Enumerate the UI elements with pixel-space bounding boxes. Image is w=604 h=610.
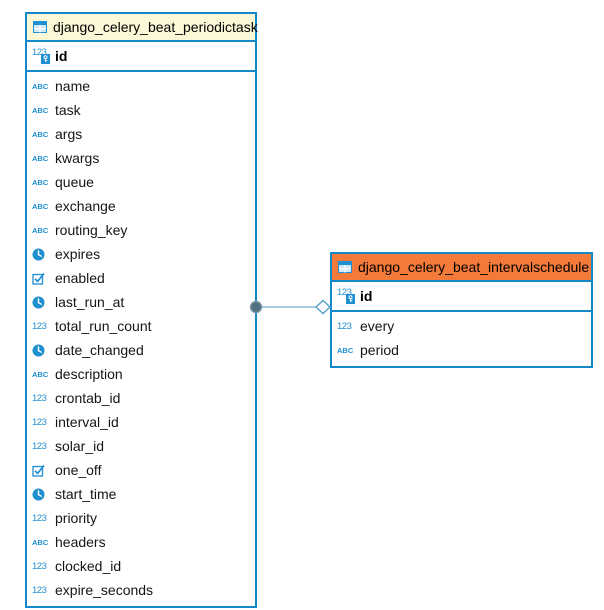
text-icon: ABC [32, 201, 49, 211]
table-icon [338, 261, 352, 273]
column-row[interactable]: date_changed [27, 338, 255, 362]
numeric-icon: 123 [32, 320, 47, 332]
column-row[interactable]: 123 total_run_count [27, 314, 255, 338]
numeric-icon: 123 [32, 512, 47, 524]
boolean-icon [32, 272, 55, 285]
table-icon [33, 21, 47, 33]
numeric-key-icon: 123 [337, 287, 360, 304]
column-name: every [360, 318, 395, 334]
table-header[interactable]: django_celery_beat_intervalschedule [332, 254, 591, 282]
column-name: priority [55, 510, 98, 526]
column-row[interactable]: 123 every [332, 314, 591, 338]
column-row[interactable]: expires [27, 242, 255, 266]
column-name: exchange [55, 198, 116, 214]
column-row[interactable]: ABC period [332, 338, 591, 362]
datetime-icon [32, 296, 55, 309]
column-row[interactable]: ABC queue [27, 170, 255, 194]
column-name: kwargs [55, 150, 100, 166]
column-name: id [360, 288, 373, 304]
column-row[interactable]: 123 expire_seconds [27, 578, 255, 602]
column-name: expires [55, 246, 101, 262]
column-name: crontab_id [55, 390, 121, 406]
numeric-icon: 123 [32, 440, 47, 452]
text-icon: ABC [32, 105, 49, 115]
column-row[interactable]: ABC kwargs [27, 146, 255, 170]
datetime-icon [32, 344, 55, 357]
numeric-icon: 123 [32, 416, 47, 428]
column-name: id [55, 48, 68, 64]
column-name: args [55, 126, 83, 142]
numeric-icon: 123 [32, 560, 47, 572]
column-row[interactable]: ABC headers [27, 530, 255, 554]
column-row[interactable]: last_run_at [27, 290, 255, 314]
column-name: routing_key [55, 222, 128, 238]
table-title: django_celery_beat_periodictask [53, 19, 258, 35]
column-row[interactable]: ABC task [27, 98, 255, 122]
text-icon: ABC [32, 225, 49, 235]
datetime-icon [32, 488, 55, 501]
column-row[interactable]: 123 interval_id [27, 410, 255, 434]
column-name: expire_seconds [55, 582, 154, 598]
numeric-key-icon: 123 [32, 47, 55, 64]
text-icon: ABC [32, 129, 49, 139]
column-row[interactable]: ABC args [27, 122, 255, 146]
numeric-icon: 123 [32, 392, 47, 404]
column-row[interactable]: one_off [27, 458, 255, 482]
column-row[interactable]: enabled [27, 266, 255, 290]
relation-diamond-terminator [314, 299, 332, 315]
relation-connector[interactable] [244, 296, 332, 318]
column-row[interactable]: ABC exchange [27, 194, 255, 218]
column-name: enabled [55, 270, 105, 286]
column-row[interactable]: 123 clocked_id [27, 554, 255, 578]
column-name: one_off [55, 462, 102, 478]
numeric-icon: 123 [337, 320, 352, 332]
text-icon: ABC [337, 345, 354, 355]
column-name: description [55, 366, 123, 382]
text-icon: ABC [32, 81, 49, 91]
column-name: date_changed [55, 342, 144, 358]
column-row[interactable]: 123 priority [27, 506, 255, 530]
boolean-icon [32, 464, 55, 477]
text-icon: ABC [32, 177, 49, 187]
relation-dot-terminator [249, 300, 263, 314]
column-row[interactable]: ABC name [27, 74, 255, 98]
column-name: headers [55, 534, 106, 550]
column-name: period [360, 342, 399, 358]
table-header[interactable]: django_celery_beat_periodictask [27, 14, 258, 42]
text-icon: ABC [32, 537, 49, 547]
column-row[interactable]: start_time [27, 482, 255, 506]
column-row[interactable]: 123 solar_id [27, 434, 255, 458]
column-name: start_time [55, 486, 117, 502]
column-name: interval_id [55, 414, 119, 430]
text-icon: ABC [32, 153, 49, 163]
column-name: task [55, 102, 81, 118]
column-name: clocked_id [55, 558, 122, 574]
numeric-icon: 123 [32, 584, 47, 596]
column-name: queue [55, 174, 94, 190]
column-name: total_run_count [55, 318, 152, 334]
column-name: name [55, 78, 91, 94]
column-row[interactable]: ABC description [27, 362, 255, 386]
column-name: last_run_at [55, 294, 125, 310]
text-icon: ABC [32, 369, 49, 379]
column-row[interactable]: 123 crontab_id [27, 386, 255, 410]
column-name: solar_id [55, 438, 105, 454]
table-title: django_celery_beat_intervalschedule [358, 259, 590, 275]
column-row[interactable]: ABC routing_key [27, 218, 255, 242]
datetime-icon [32, 248, 55, 261]
